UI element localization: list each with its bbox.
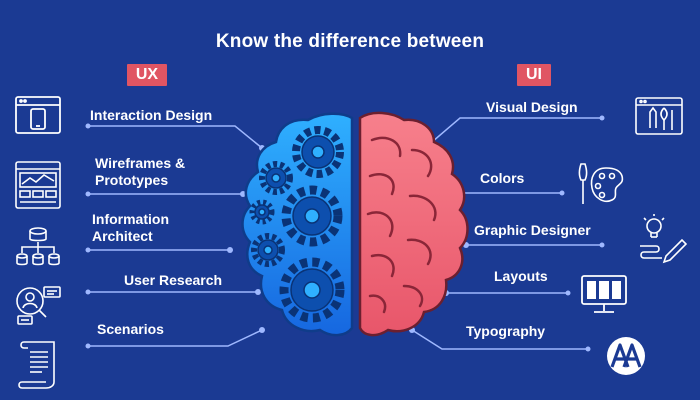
layout-monitor-icon (581, 275, 627, 313)
design-tools-icon (635, 97, 683, 135)
dot (559, 190, 565, 196)
dot (85, 289, 91, 295)
dot (85, 343, 91, 349)
dot (85, 191, 91, 197)
ux-item-wireframes-prototypes: Wireframes & Prototypes (95, 155, 186, 188)
dot (85, 247, 91, 253)
ui-badge: UI (517, 64, 551, 86)
dot (585, 346, 591, 352)
palette-icon (578, 163, 624, 204)
dot (85, 123, 91, 129)
connector-visual-design (431, 117, 602, 143)
connector-scenarios (88, 329, 263, 347)
browser-mobile-icon (15, 96, 61, 134)
ux-item-information-architect: Information Architect (92, 211, 169, 244)
ui-item-visual-design: Visual Design (486, 99, 578, 115)
ux-item-interaction-design: Interaction Design (90, 107, 213, 123)
gear-icon (259, 161, 293, 195)
ui-item-graphic-designer: Graphic Designer (474, 222, 591, 238)
typography-logo-icon (607, 337, 645, 375)
dot (227, 247, 233, 253)
wireframe-icon (15, 161, 61, 209)
ui-item-layouts: Layouts (494, 268, 548, 284)
ux-badge: UX (127, 64, 167, 86)
dot (565, 290, 571, 296)
ui-item-typography: Typography (466, 323, 546, 339)
page-title: Know the difference between (215, 31, 485, 52)
brain-illustration (241, 111, 469, 337)
right-brain-hemisphere (358, 111, 469, 337)
dot (599, 115, 605, 121)
gear-icon (249, 199, 275, 225)
brain-folds (366, 136, 437, 314)
gears (249, 126, 345, 323)
gear-icon (279, 257, 345, 323)
user-research-icon (16, 286, 61, 325)
gear-icon (292, 126, 344, 178)
ux-item-user-research: User Research (124, 272, 223, 288)
ux-item-scenarios: Scenarios (97, 321, 164, 337)
dot (255, 289, 261, 295)
dot (599, 242, 605, 248)
database-hierarchy-icon (16, 227, 60, 266)
ui-item-colors: Colors (480, 170, 525, 186)
connector-typography (411, 329, 588, 350)
idea-pencil-icon (640, 214, 688, 264)
dot (240, 191, 246, 197)
connector-interaction-design (88, 125, 263, 149)
gear-icon (281, 185, 343, 247)
dot (259, 327, 265, 333)
gear-icon (251, 233, 285, 267)
document-scroll-icon (18, 341, 55, 389)
